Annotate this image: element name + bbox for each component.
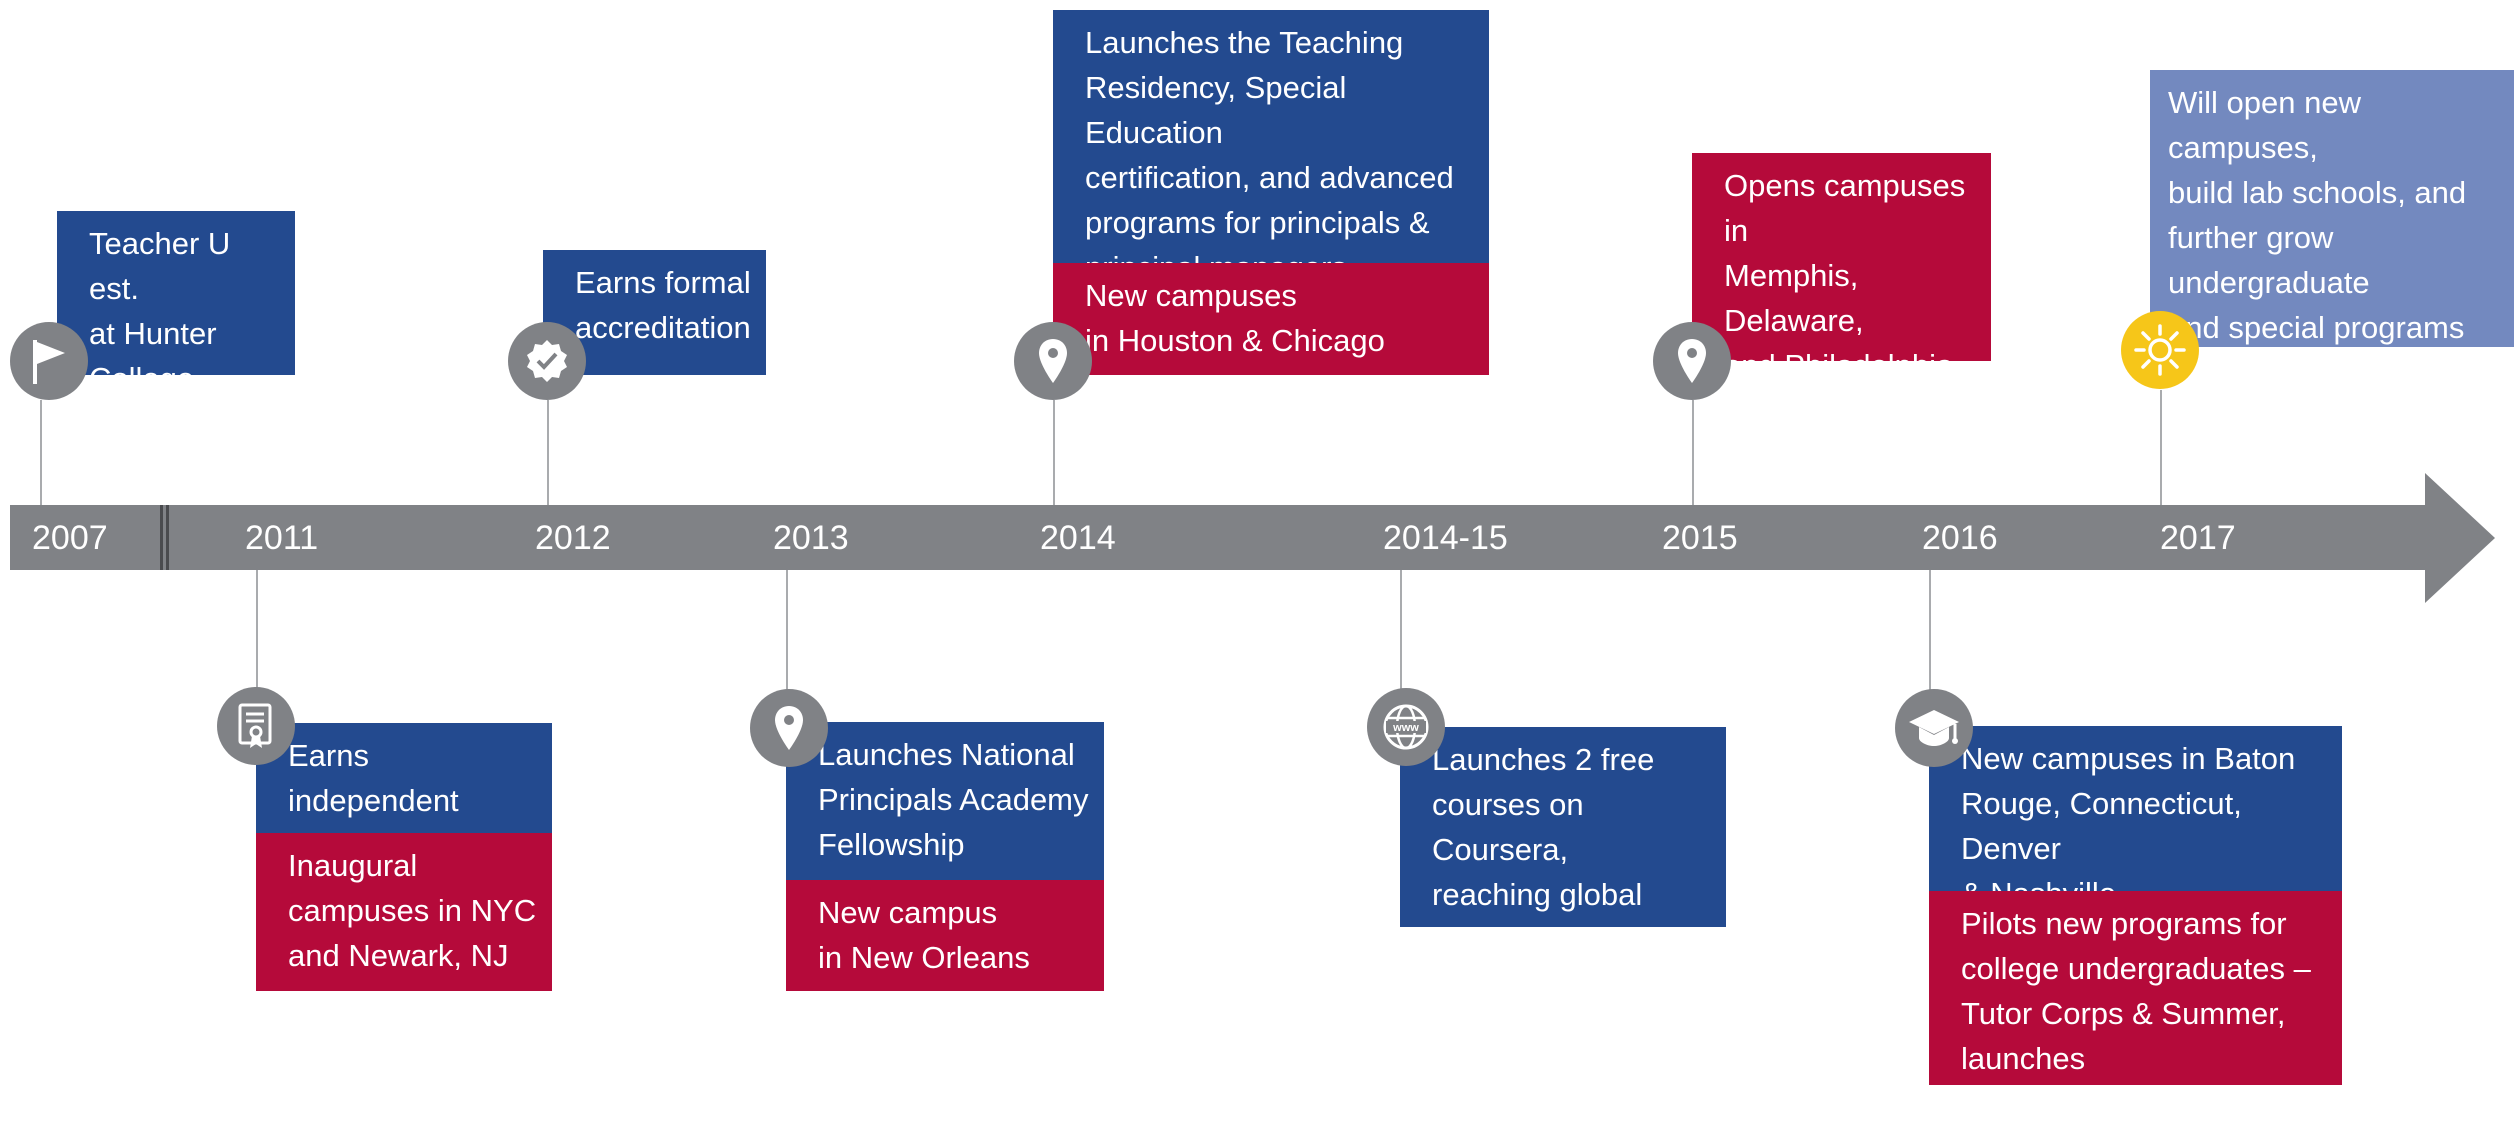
milestone-2014-campuses-box: New campuses in Houston & Chicago xyxy=(1053,263,1489,375)
year-label-2013: 2013 xyxy=(773,519,849,557)
year-label-2014: 2014 xyxy=(1040,519,1116,557)
timeline-arrowhead xyxy=(2425,473,2495,603)
stem-2007 xyxy=(40,400,42,505)
flag-icon xyxy=(10,322,88,400)
milestone-2011-campuses-box: Inaugural campuses in NYC and Newark, NJ xyxy=(256,833,552,991)
stem-2011 xyxy=(256,570,258,730)
timeline-axis xyxy=(10,505,2430,570)
location-pin-icon xyxy=(750,689,828,767)
year-label-2012: 2012 xyxy=(535,519,611,557)
www-globe-icon: www xyxy=(1367,688,1445,766)
milestone-2007-box: Teacher U est. at Hunter College xyxy=(57,211,295,396)
milestone-2017-future-box: Will open new campuses, build lab school… xyxy=(2150,70,2514,347)
location-pin-icon xyxy=(1014,322,1092,400)
milestone-2016-campuses-box: New campuses in Baton Rouge, Connecticut… xyxy=(1929,726,2342,911)
stem-2015 xyxy=(1692,400,1694,505)
year-label-2011: 2011 xyxy=(245,519,319,557)
milestone-2014-programs-box: Launches the Teaching Residency, Special… xyxy=(1053,10,1489,285)
milestone-2013-campus-box: New campus in New Orleans xyxy=(786,880,1104,991)
check-badge-icon xyxy=(508,322,586,400)
stem-2014-15 xyxy=(1400,570,1402,730)
stem-2017 xyxy=(2160,390,2162,505)
milestone-2015-box: Opens campuses in Memphis, Delaware, and… xyxy=(1692,153,1991,473)
milestone-2013-fellowship-box: Launches National Principals Academy Fel… xyxy=(786,722,1104,880)
graduation-cap-icon xyxy=(1895,689,1973,767)
location-pin-icon xyxy=(1653,322,1731,400)
year-label-2017: 2017 xyxy=(2160,519,2236,557)
axis-break-line xyxy=(160,505,163,570)
stem-2016 xyxy=(1929,570,1931,730)
axis-break-line xyxy=(166,505,169,570)
certificate-icon xyxy=(217,687,295,765)
svg-text:www: www xyxy=(1392,722,1419,734)
milestone-2012-box: Earns formal accreditation xyxy=(543,250,766,375)
sun-icon xyxy=(2121,311,2199,389)
stem-2014 xyxy=(1053,400,1055,505)
year-label-2015: 2015 xyxy=(1662,519,1738,557)
milestone-2011-charter-box: Earns independent charter xyxy=(256,723,552,863)
year-label-2007: 2007 xyxy=(32,519,108,557)
milestone-2016-programs-box: Pilots new programs for college undergra… xyxy=(1929,891,2342,1121)
year-label-2014-15: 2014-15 xyxy=(1383,519,1508,557)
stem-2012 xyxy=(547,400,549,505)
year-label-2016: 2016 xyxy=(1922,519,1998,557)
stem-2013 xyxy=(786,570,788,730)
milestone-2014-15-box: Launches 2 free courses on Coursera, rea… xyxy=(1400,727,1726,957)
